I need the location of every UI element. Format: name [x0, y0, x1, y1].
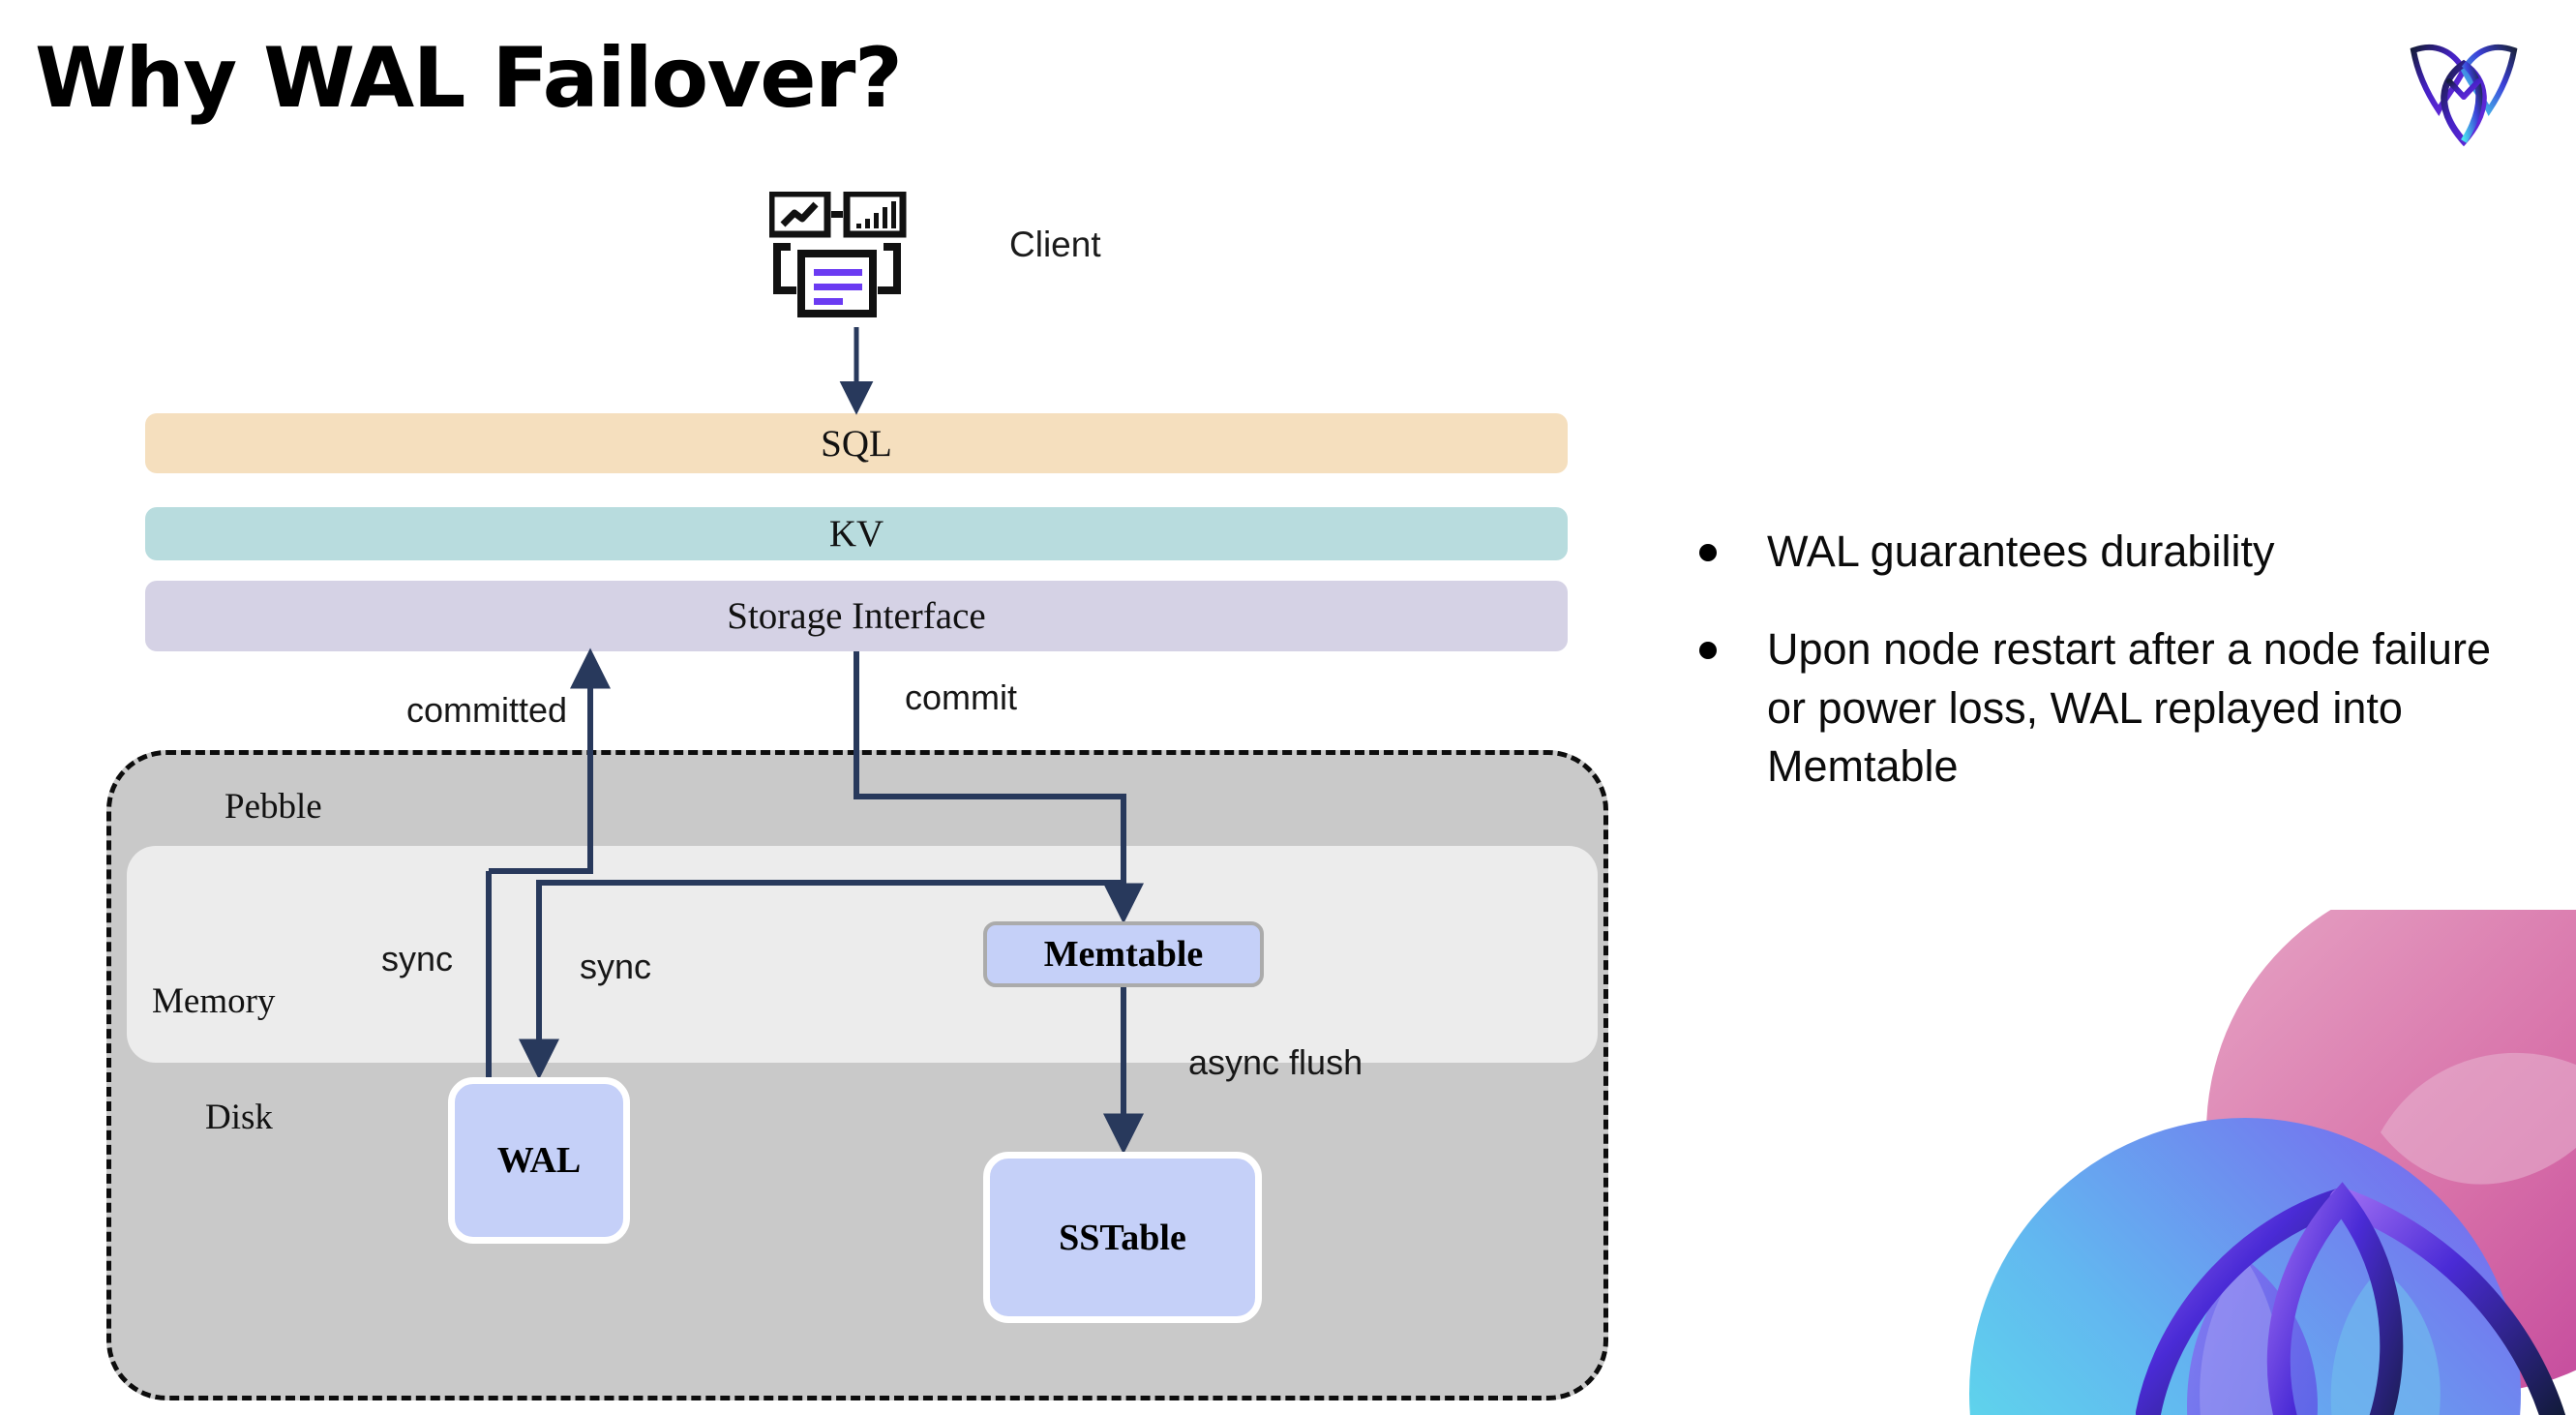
cockroachdb-logo-icon: [2406, 29, 2522, 155]
layer-bar-sql: SQL: [145, 413, 1568, 473]
layer-bar-kv: KV: [145, 507, 1568, 560]
edge-label-commit: commit: [905, 677, 1017, 717]
edge-label-async-flush: async flush: [1188, 1042, 1363, 1082]
page-title: Why WAL Failover?: [35, 30, 903, 127]
node-memtable-label: Memtable: [1043, 934, 1204, 975]
client-dashboard-icon: [767, 190, 929, 327]
bullet-text: Upon node restart after a node failure o…: [1767, 623, 2491, 792]
node-memtable: Memtable: [983, 921, 1264, 987]
cockroachdb-decorative-graphic: [1926, 910, 2576, 1415]
bullet-dot-icon: [1699, 544, 1717, 561]
layer-label-sql: SQL: [821, 422, 892, 465]
layer-bar-storage-interface: Storage Interface: [145, 581, 1568, 651]
node-wal-label: WAL: [496, 1140, 582, 1181]
node-sstable-label: SSTable: [1059, 1217, 1186, 1258]
bullet-list: WAL guarantees durability Upon node rest…: [1699, 523, 2531, 835]
bullet-text: WAL guarantees durability: [1767, 527, 2275, 576]
memory-zone-label: Memory: [152, 981, 276, 1021]
node-sstable: SSTable: [983, 1152, 1262, 1323]
client-label: Client: [1009, 225, 1101, 264]
list-item: WAL guarantees durability: [1699, 523, 2531, 582]
edge-label-sync-1: sync: [381, 939, 454, 978]
list-item: Upon node restart after a node failure o…: [1699, 620, 2531, 797]
pebble-container: [106, 750, 1608, 1400]
node-wal: WAL: [448, 1077, 630, 1244]
edge-label-committed: committed: [406, 690, 568, 730]
layer-label-kv: KV: [828, 513, 884, 555]
bullet-dot-icon: [1699, 641, 1717, 659]
memory-zone: [127, 846, 1598, 1063]
disk-zone-label: Disk: [205, 1098, 273, 1137]
edge-label-sync-2: sync: [580, 947, 652, 986]
pebble-label: Pebble: [225, 787, 322, 827]
layer-label-storage-interface: Storage Interface: [727, 595, 986, 637]
